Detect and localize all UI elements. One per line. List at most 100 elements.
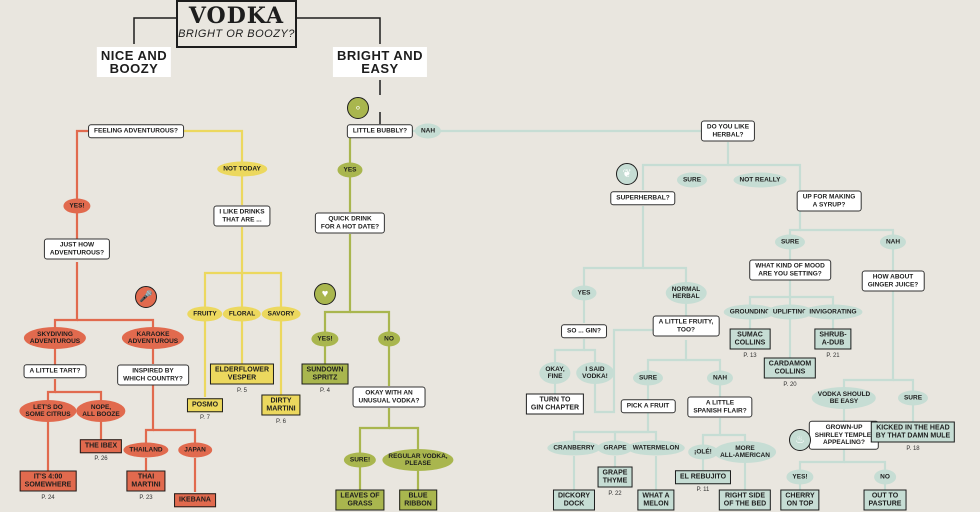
answer-yes-shirley: YES! (786, 469, 814, 485)
result-ikebana: IKEBANA (174, 493, 216, 507)
question-fruity: A LITTLE FRUITY,TOO? (652, 315, 720, 337)
answer-yes-super: YES (571, 285, 597, 301)
answer-yes-adv: YES! (63, 198, 91, 214)
question-adventurous: FEELING ADVENTUROUS? (88, 124, 184, 138)
title-box: VODKA BRIGHT OR BOOZY? (176, 0, 297, 48)
answer-no-date: NO (378, 331, 400, 347)
answer-regular-vodka: REGULAR VODKA,PLEASE (382, 449, 454, 471)
question-bubbly: LITTLE BUBBLY? (346, 124, 414, 138)
result-page: P. 23 (139, 494, 153, 501)
connector (686, 358, 722, 372)
question-gin: SO ... GIN? (561, 324, 607, 338)
connector (242, 271, 283, 307)
connector (350, 310, 391, 332)
connector (178, 129, 244, 163)
answer-grape: GRAPE (597, 440, 633, 456)
answer-sure-unusual: SURE! (343, 452, 377, 468)
answer-savory: SAVORY (261, 306, 301, 322)
answer-nah-fruity: NAH (706, 370, 734, 386)
question-tart: A LITTLE TART? (23, 364, 87, 378)
connector (203, 227, 244, 307)
answer-watermelon: WATERMELON (626, 440, 686, 456)
result-page: P. 24 (41, 494, 55, 501)
connector (53, 262, 79, 332)
answer-not-really: NOT REALLY (733, 172, 787, 188)
answer-ole: ¡OLÉ! (688, 444, 718, 460)
connector (572, 412, 650, 448)
connector (593, 328, 660, 414)
connector (389, 426, 420, 453)
answer-nah-bubbly: NAH (414, 123, 442, 139)
heart-icon: ♥ (314, 283, 336, 305)
connector (153, 428, 197, 447)
title-sub: BRIGHT OR BOOZY? (178, 28, 295, 40)
answer-not-today: NOT TODAY (217, 161, 267, 177)
answer-cranberry: CRANBERRY (547, 440, 601, 456)
answer-yes-bubbly: YES (337, 162, 363, 178)
connector (643, 266, 688, 287)
answer-sure-syrup: SURE (774, 234, 806, 250)
herb-icon: ❦ (616, 163, 638, 185)
connector (748, 280, 792, 310)
answer-uplifting: UPLIFTING (766, 304, 814, 320)
connector (641, 142, 730, 190)
connector (553, 339, 586, 366)
connector (646, 340, 688, 372)
answer-okay-fine: OKAY,FINE (539, 362, 571, 384)
result-page: P. 4 (320, 387, 330, 394)
connector (584, 348, 597, 366)
question-pick-fruit: PICK A FRUIT (620, 399, 676, 413)
result-page: P. 22 (608, 490, 622, 497)
answer-grounding: GROUNDING (723, 304, 777, 320)
result-page: P. 21 (826, 352, 840, 359)
connector (728, 163, 802, 190)
answer-yes-date: YES! (311, 331, 339, 347)
result-page: P. 6 (276, 418, 286, 425)
result-page: P. 13 (743, 352, 757, 359)
answer-nope-booze: NOPE,ALL BOOZE (76, 400, 126, 422)
connector (144, 384, 155, 447)
bubbles-icon: ∘ (347, 97, 369, 119)
flame-icon: ♨ (789, 429, 811, 451)
connector (358, 408, 391, 453)
answer-sure-ginger: SURE (897, 390, 929, 406)
answer-sure-fruity: SURE (632, 370, 664, 386)
result-page: P. 18 (906, 445, 920, 452)
answer-no-shirley: NO (874, 469, 896, 485)
result-ibex: THE IBEX (79, 439, 123, 453)
result-page: P. 7 (200, 414, 210, 421)
result-rebujito: EL REBUJITO (674, 470, 732, 484)
connector (844, 460, 887, 470)
connector (893, 378, 915, 392)
result-page: P. 26 (94, 455, 108, 462)
